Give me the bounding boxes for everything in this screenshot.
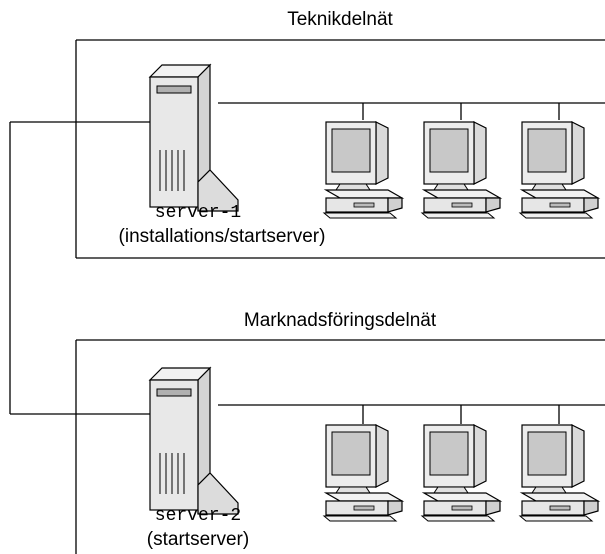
- server-role: (startserver): [147, 529, 249, 550]
- server-name: server-2: [155, 506, 241, 526]
- subnet-boundary: [75, 39, 605, 259]
- subnet-boundary: [75, 339, 605, 554]
- client-computer-icon: [323, 424, 403, 522]
- subnet-title: Marknadsföringsdelnät: [244, 310, 437, 331]
- server-icon: [149, 367, 239, 515]
- client-computer-icon: [519, 121, 599, 219]
- client-computer-icon: [323, 121, 403, 219]
- network-line: [218, 404, 605, 424]
- server-name: server-1: [155, 203, 241, 223]
- network-line: [218, 102, 605, 120]
- client-computer-icon: [519, 424, 599, 522]
- server-icon: [149, 64, 239, 212]
- backbone-line: [9, 121, 150, 415]
- client-computer-icon: [421, 424, 501, 522]
- client-computer-icon: [421, 121, 501, 219]
- subnet-title: Teknikdelnät: [287, 9, 393, 30]
- server-role: (installations/startserver): [119, 226, 326, 247]
